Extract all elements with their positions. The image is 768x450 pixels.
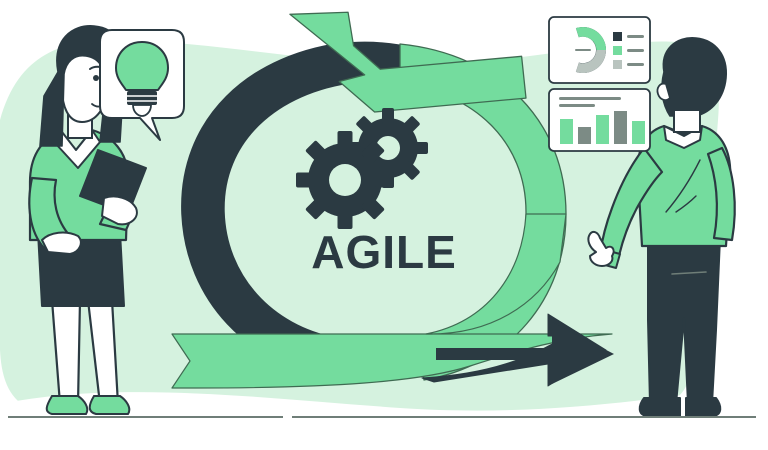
man-shoe-right [685, 397, 722, 417]
man-jacket-fold-2 [675, 195, 697, 213]
agile-center-label: AGILE [311, 226, 457, 278]
legend-entry-b [613, 46, 644, 55]
man-ear [656, 82, 671, 101]
green-ribbon-curve [425, 213, 567, 335]
cycle-inner-circle [234, 62, 534, 362]
woman-shoe-right [88, 395, 131, 415]
legend-label-b [627, 49, 644, 52]
legend-label-c [627, 63, 644, 66]
legend-swatch-c [613, 60, 622, 69]
man-arm-right [706, 146, 736, 242]
legend-entry-c [613, 60, 644, 69]
man-trousers [647, 237, 721, 405]
woman-shoe-left [45, 395, 89, 415]
donut-chart [575, 27, 607, 74]
bar-1 [560, 119, 573, 144]
navy-forward-arrow-body [436, 322, 614, 384]
gear-large-icon [296, 131, 394, 229]
woman-hand-right [101, 195, 138, 226]
legend-label-a [627, 35, 644, 38]
lightbulb-icon [115, 41, 169, 91]
lightbulb-speech-bubble [99, 29, 185, 141]
man-pocket-line [671, 271, 707, 275]
donut-slice-c [575, 50, 607, 74]
man-hair [661, 37, 727, 117]
white-ground-sweep [0, 390, 718, 424]
bar-4 [614, 111, 627, 144]
bar-card-header-line-2 [559, 104, 595, 107]
woman-eye [93, 75, 99, 81]
man-jacket-fold [665, 159, 701, 213]
bar-2 [578, 127, 591, 144]
bar-card-header-line-1 [559, 97, 621, 100]
legend-swatch-a [613, 32, 622, 41]
donut-chart-legend [613, 32, 644, 69]
legend-swatch-b [613, 46, 622, 55]
legend-entry-a [613, 32, 644, 41]
bar-3 [596, 115, 609, 144]
bar-5 [632, 121, 645, 144]
donut-slice-b [575, 27, 607, 50]
donut-chart-card[interactable] [548, 16, 651, 84]
cycle-arrowhead-green [289, 11, 527, 113]
bar-chart [560, 111, 645, 144]
man-neck [673, 109, 701, 133]
bar-chart-card[interactable] [548, 88, 651, 152]
man-pointing-hand [587, 230, 615, 267]
lightbulb-tip [132, 104, 152, 117]
woman-hand-left [41, 231, 82, 255]
man-pointing-at-charts [587, 37, 736, 417]
